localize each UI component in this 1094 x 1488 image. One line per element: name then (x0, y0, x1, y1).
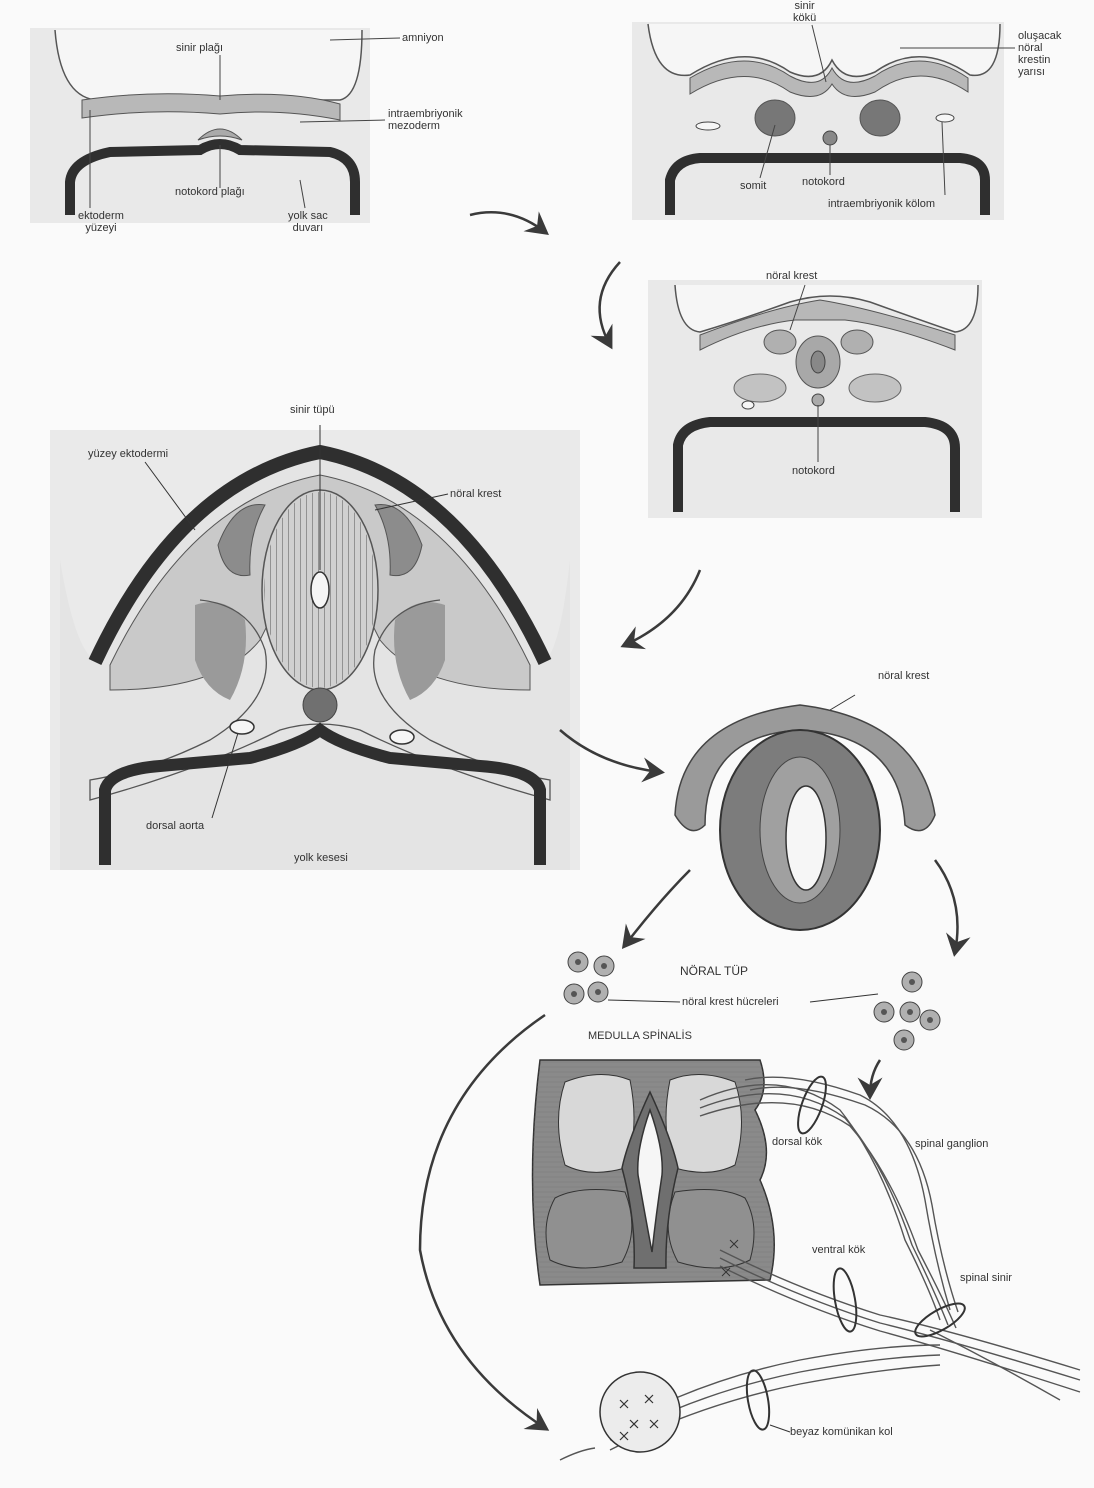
label-intraembriyonik-kolom: intraembriyonik kölom (828, 198, 935, 210)
label-somit: somit (740, 180, 766, 192)
label-noral-krest-p3: nöral krest (766, 270, 817, 282)
label-sinir-koku: sinir kökü (793, 0, 816, 24)
label-olusacak-noral-krest: oluşacak nöral krestin yarısı (1018, 30, 1061, 78)
label-spinal-ganglion: spinal ganglion (915, 1138, 988, 1150)
label-sinir-plagi: sinir plağı (176, 42, 223, 54)
neural-crest-cells-left (564, 952, 614, 1004)
panel-3-neural-groove (648, 280, 982, 518)
label-ektoderm-yuzeyi: ektoderm yüzeyi (78, 210, 124, 234)
label-amniyon: amniyon (402, 32, 444, 44)
neural-crest-cells-right (874, 972, 940, 1050)
label-noral-krest-hucreleri: nöral krest hücreleri (682, 996, 779, 1008)
label-noral-tup: NÖRAL TÜP (680, 965, 748, 977)
label-noral-krest-p4: nöral krest (450, 488, 501, 500)
label-noral-krest-p5: nöral krest (878, 670, 929, 682)
label-sinir-tupu: sinir tüpü (290, 404, 335, 416)
panel-6-spinal-cord (533, 1060, 1081, 1460)
label-ventral-kok: ventral kök (812, 1244, 865, 1256)
label-dorsal-aorta: dorsal aorta (146, 820, 204, 832)
label-intraembriyonik-mezoderm: intraembriyonik mezoderm (388, 108, 463, 132)
label-yuzey-ektodermi: yüzey ektodermi (88, 448, 168, 460)
label-notokord-plagi: notokord plağı (175, 186, 245, 198)
label-notokord-p2: notokord (802, 176, 845, 188)
label-spinal-sinir: spinal sinir (960, 1272, 1012, 1284)
panel-2-somite-stage (632, 22, 1015, 220)
label-yolk-sac-duvari: yolk sac duvarı (288, 210, 328, 234)
label-yolk-kesesi: yolk kesesi (294, 852, 348, 864)
label-notokord-p3: notokord (792, 465, 835, 477)
label-medulla-spinalis: MEDULLA SPİNALİS (588, 1030, 692, 1042)
label-beyaz-komunikan-kol: beyaz komünikan kol (790, 1426, 893, 1438)
label-dorsal-kok: dorsal kök (772, 1136, 822, 1148)
